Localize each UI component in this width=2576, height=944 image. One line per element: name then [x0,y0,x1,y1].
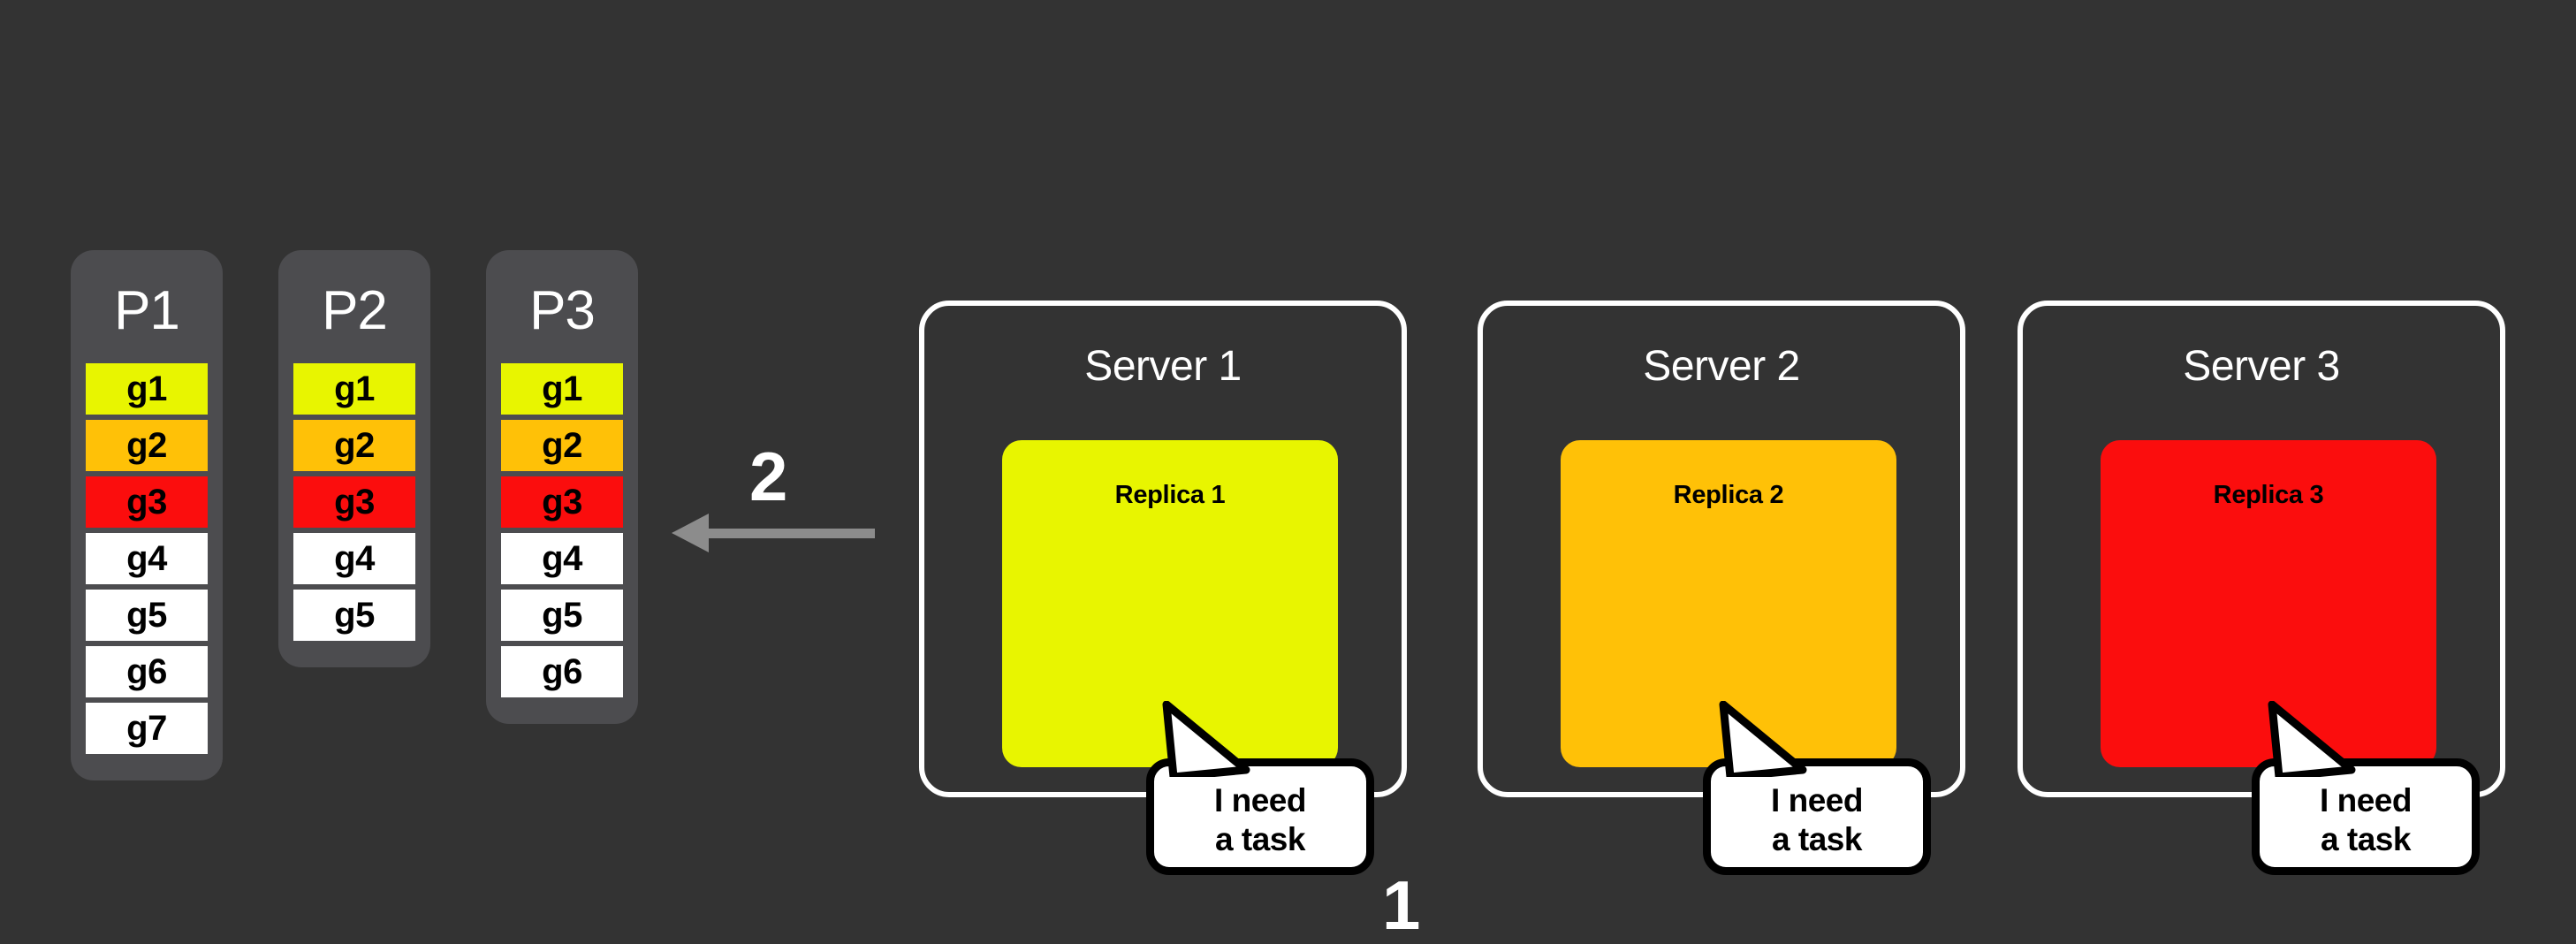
task-chip[interactable]: g3 [501,476,623,528]
server-1-title: Server 1 [1084,343,1242,390]
partition-p1-title: P1 [114,280,180,341]
speech-bubble-server-3: I need a task [2252,701,2480,875]
replica-2-label: Replica 2 [1673,481,1784,509]
task-chip[interactable]: g3 [86,476,208,528]
speech-bubble-tail-icon [1162,701,1250,777]
speech-bubble-server-1: I need a task [1146,701,1374,875]
task-chip[interactable]: g5 [86,590,208,641]
task-chip[interactable]: g6 [501,646,623,697]
partition-p1-task-list: g1 g2 g3 g4 g5 g6 g7 [71,363,223,780]
task-chip[interactable]: g4 [293,533,415,584]
step-label-2: 2 [749,438,788,515]
replica-block-3[interactable]: Replica 3 [2101,440,2436,767]
partition-p1[interactable]: P1 g1 g2 g3 g4 g5 g6 g7 [71,250,223,780]
task-chip[interactable]: g6 [86,646,208,697]
task-chip[interactable]: g1 [86,363,208,415]
partition-p2[interactable]: P2 g1 g2 g3 g4 g5 [278,250,430,667]
speech-bubble-tail-icon [1719,701,1807,777]
flow-arrow-left-icon [672,514,875,552]
partition-p2-task-list: g1 g2 g3 g4 g5 [278,363,430,667]
step-label-1: 1 [1382,866,1421,944]
arrow-shaft [705,529,875,538]
task-chip[interactable]: g4 [501,533,623,584]
task-chip[interactable]: g2 [293,420,415,471]
speech-bubble-line-2: a task [1215,820,1305,857]
speech-bubble-line-1: I need [1771,782,1863,818]
partition-p3-title: P3 [529,280,596,341]
speech-bubble-server-2: I need a task [1703,701,1931,875]
replica-1-label: Replica 1 [1114,481,1226,509]
task-chip[interactable]: g2 [501,420,623,471]
task-chip[interactable]: g1 [501,363,623,415]
task-chip[interactable]: g5 [293,590,415,641]
speech-bubble-line-1: I need [1214,782,1306,818]
server-panel-3[interactable]: Server 3 Replica 3 [2017,301,2505,797]
task-chip[interactable]: g5 [501,590,623,641]
partition-p3-task-list: g1 g2 g3 g4 g5 g6 [486,363,638,724]
speech-bubble-tail-icon [2268,701,2356,777]
server-2-title: Server 2 [1643,343,1800,390]
partition-p3[interactable]: P3 g1 g2 g3 g4 g5 g6 [486,250,638,724]
partition-p2-title: P2 [322,280,388,341]
server-3-title: Server 3 [2183,343,2340,390]
task-chip[interactable]: g7 [86,703,208,754]
speech-bubble-line-2: a task [2321,820,2411,857]
arrow-head [672,514,709,552]
task-chip[interactable]: g1 [293,363,415,415]
speech-bubble-line-2: a task [1772,820,1862,857]
task-chip[interactable]: g4 [86,533,208,584]
server-panel-1[interactable]: Server 1 Replica 1 [919,301,1407,797]
task-chip[interactable]: g2 [86,420,208,471]
replica-3-label: Replica 3 [2213,481,2324,509]
speech-bubble-line-1: I need [2320,782,2412,818]
task-chip[interactable]: g3 [293,476,415,528]
